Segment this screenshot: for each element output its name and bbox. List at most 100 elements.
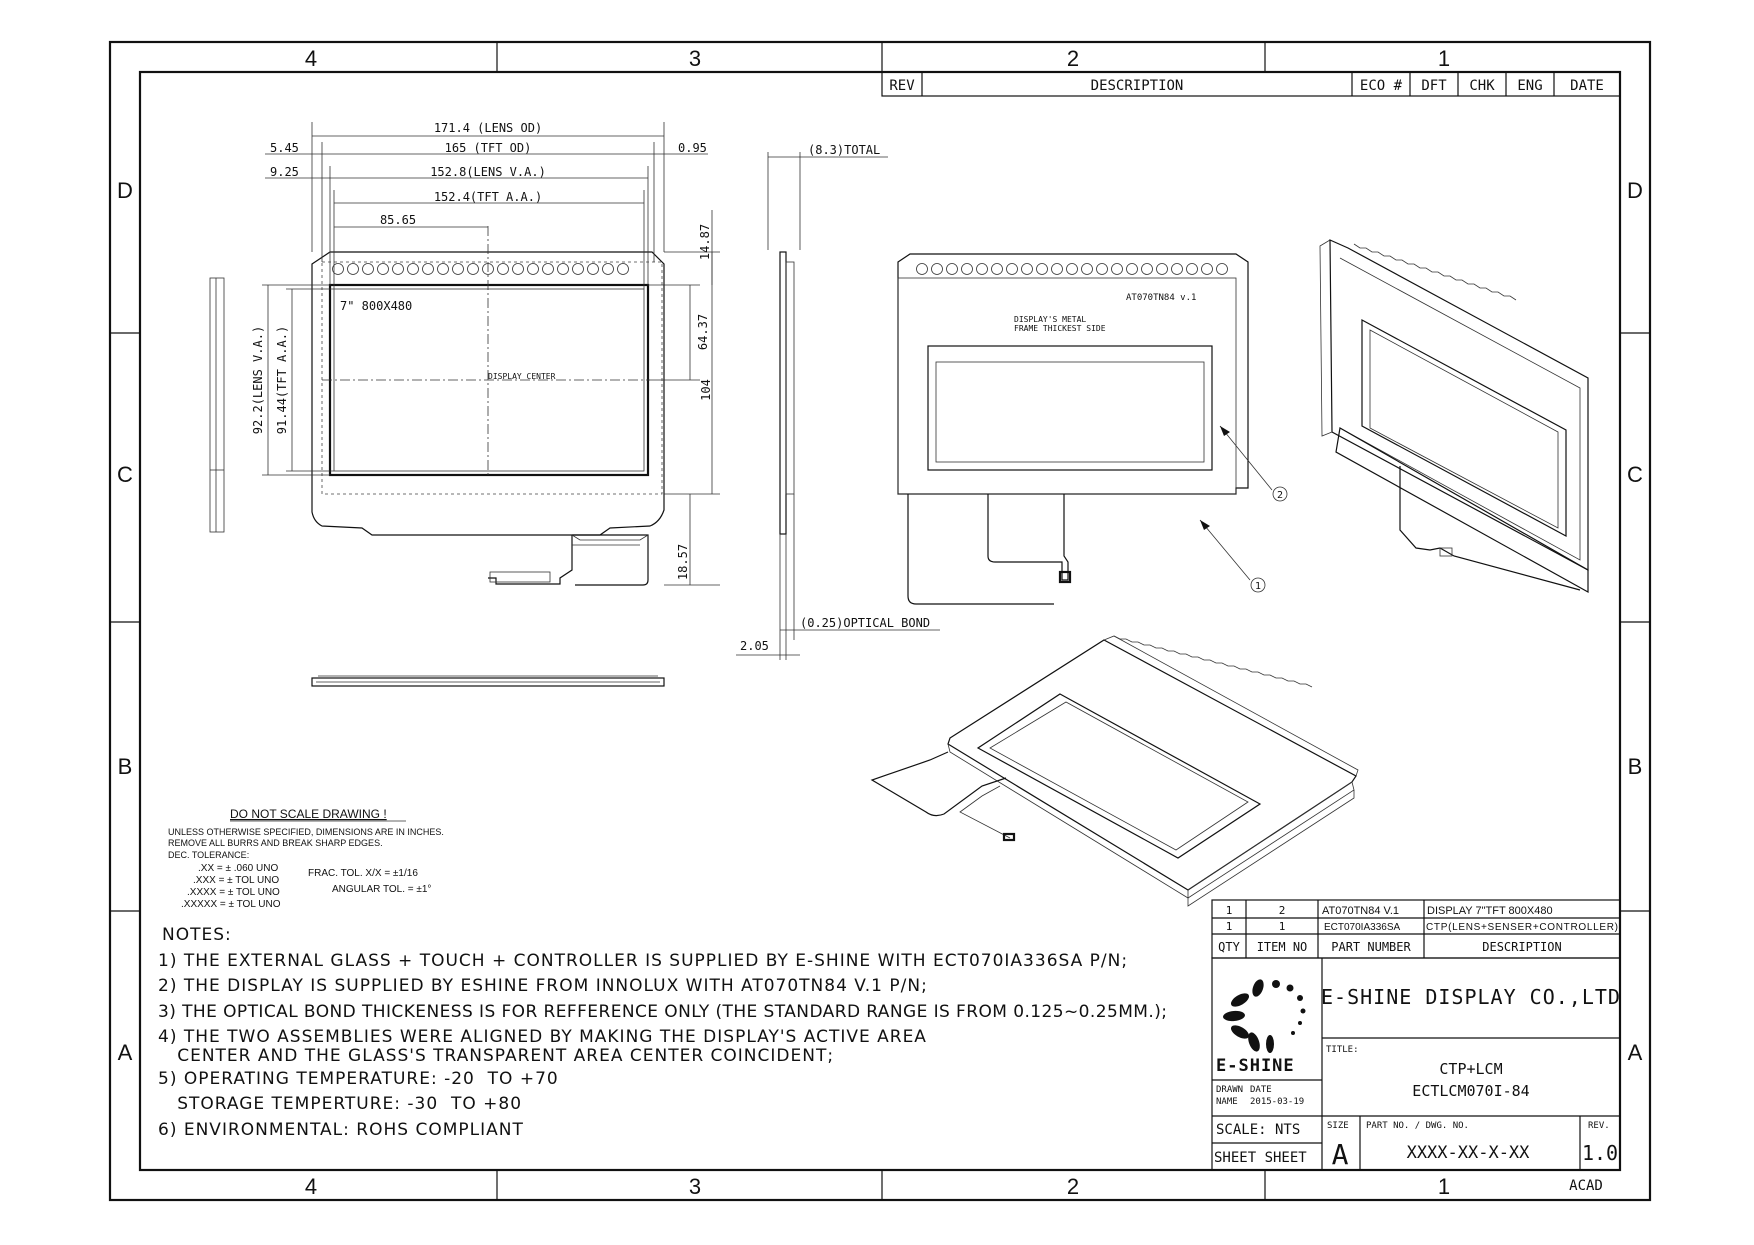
rev-header-eng: ENG: [1517, 78, 1542, 94]
dim-lens-va-height: 92.2(LENS V.A.): [251, 326, 265, 434]
zone-col-top-2: 3: [689, 46, 701, 71]
rev-header-rev: REV: [889, 78, 915, 94]
note-2: 2) THE DISPLAY IS SUPPLIED BY ESHINE FRO…: [158, 976, 928, 996]
dim-5-45: 5.45: [270, 141, 299, 155]
back-model-label: AT070TN84 v.1: [1126, 293, 1196, 303]
callout-1-label: 1: [1255, 581, 1261, 592]
dim-lens-va: 152.8(LENS V.A.): [430, 165, 546, 179]
notes-heading: NOTES:: [162, 925, 232, 945]
title-label: TITLE:: [1326, 1045, 1359, 1055]
tolerance-line-1: UNLESS OTHERWISE SPECIFIED, DIMENSIONS A…: [168, 827, 444, 837]
note-4-line-1: 4) THE TWO ASSEMBLIES WERE ALIGNED BY MA…: [158, 1027, 927, 1047]
back-view: AT070TN84 v.1 DISPLAY'S METAL FRAME THIC…: [897, 253, 1288, 605]
note-4-line-2: CENTER AND THE GLASS'S TRANSPARENT AREA …: [158, 1046, 834, 1066]
front-dims-right: 14.87 64.37 104 18.57: [648, 210, 720, 586]
rev-value: 1.0: [1582, 1141, 1618, 1165]
dim-9-25: 9.25: [270, 165, 299, 179]
zone-row-right-d: D: [1627, 178, 1643, 203]
size-label: SIZE: [1327, 1121, 1349, 1131]
zone-labels: 4 3 2 1 4 3 2 1 D C B A D C B A: [117, 46, 1643, 1199]
notes-block: NOTES: 1) THE EXTERNAL GLASS + TOUCH + C…: [158, 925, 1168, 1140]
tolerance-dec-xxxxx: .XXXXX = ± TOL UNO: [181, 899, 281, 910]
callout-1-circle: [1250, 577, 1266, 593]
date-label: DATE: [1250, 1085, 1272, 1095]
tolerance-dec-xxxx: .XXXX = ± TOL UNO: [187, 887, 280, 898]
bom-row2-qty: 1: [1226, 920, 1233, 933]
bom-row2-item: 1: [1279, 920, 1286, 933]
zone-row-left-a: A: [118, 1040, 133, 1065]
note-5-line-2: STORAGE TEMPERTURE: -30 TO +80: [158, 1094, 522, 1114]
dim-tft-od: 165 (TFT OD): [445, 141, 532, 155]
bom-row1-qty: 1: [1226, 904, 1233, 917]
zone-col-bottom-4: 1: [1438, 1174, 1450, 1199]
bom-header-item: ITEM NO: [1257, 940, 1308, 954]
do-not-scale-heading: DO NOT SCALE DRAWING !: [230, 807, 387, 821]
zone-row-left-d: D: [117, 178, 133, 203]
side-dim-2-05: 2.05: [740, 639, 769, 653]
tolerance-dec-xxx: .XXX = ± TOL UNO: [193, 875, 279, 886]
front-dims-left: 92.2(LENS V.A.) 91.44(TFT A.A.): [251, 284, 334, 476]
tolerance-line-3: DEC. TOLERANCE:: [168, 850, 249, 860]
company-name: E-SHINE DISPLAY CO.,LTD: [1321, 985, 1621, 1009]
tolerance-angular: ANGULAR TOL. = ±1°: [332, 884, 431, 895]
dim-85-65: 85.65: [380, 213, 416, 227]
note-3: 3) THE OPTICAL BOND THICKENESS IS FOR RE…: [158, 1002, 1168, 1022]
display-center-label: DISPLAY CENTER: [488, 372, 556, 381]
callout-2-label: 2: [1277, 490, 1283, 501]
side-optical-bond-label: (0.25)OPTICAL BOND: [800, 616, 930, 630]
bom-row1-desc: DISPLAY 7"TFT 800X480: [1427, 905, 1553, 917]
scale-label: SCALE: NTS: [1216, 1122, 1300, 1138]
dim-18-57: 18.57: [676, 544, 690, 580]
tolerance-frac: FRAC. TOL. X/X = ±1/16: [308, 868, 418, 879]
rev-header-dft: DFT: [1421, 78, 1447, 94]
tolerance-dec-xx: .XX = ± .060 UNO: [198, 863, 278, 874]
sheet-label: SHEET SHEET: [1214, 1150, 1307, 1166]
back-hole-row: [916, 263, 1228, 275]
zone-col-bottom-3: 2: [1067, 1174, 1079, 1199]
note-1: 1) THE EXTERNAL GLASS + TOUCH + CONTROLL…: [158, 951, 1128, 971]
iso-view-bottom: [870, 635, 1359, 907]
name-label: NAME: [1216, 1097, 1238, 1107]
bom-row2-desc: CTP(LENS+SENSER+CONTROLLER): [1426, 922, 1618, 933]
dwg-value: XXXX-XX-X-XX: [1407, 1143, 1531, 1163]
front-view: DISPLAY CENTER 7" 800X480: [209, 121, 720, 687]
note-6: 6) ENVIRONMENTAL: ROHS COMPLIANT: [158, 1120, 524, 1140]
dim-tft-aa: 152.4(TFT A.A.): [434, 190, 542, 204]
drawn-label: DRAWN: [1216, 1085, 1243, 1095]
tolerance-line-2: REMOVE ALL BURRS AND BREAK SHARP EDGES.: [168, 838, 383, 848]
title-line-1: CTP+LCM: [1439, 1060, 1502, 1078]
zone-row-right-c: C: [1627, 462, 1643, 487]
zone-row-left-b: B: [118, 754, 133, 779]
bom-row2-part: ECT070IA336SA: [1324, 922, 1400, 933]
dim-0-95: 0.95: [678, 141, 707, 155]
size-value: A: [1332, 1138, 1349, 1171]
rev-header-date: DATE: [1570, 78, 1604, 94]
bom-table: 1 2 AT070TN84 V.1 DISPLAY 7"TFT 800X480 …: [1211, 899, 1621, 959]
dim-tft-aa-height: 91.44(TFT A.A.): [275, 326, 289, 434]
note-5-line-1: 5) OPERATING TEMPERATURE: -20 TO +70: [158, 1069, 559, 1089]
zone-col-top-1: 4: [305, 46, 317, 71]
side-view: (8.3)TOTAL (0.25)OPTICAL BOND 2.05: [736, 143, 940, 660]
zone-col-bottom-2: 3: [689, 1174, 701, 1199]
zone-row-right-a: A: [1628, 1040, 1643, 1065]
title-line-2: ECTLCM070I-84: [1412, 1082, 1529, 1100]
dwg-label: PART NO. / DWG. NO.: [1366, 1121, 1469, 1131]
zone-col-top-4: 1: [1438, 46, 1450, 71]
rev-header-eco: ECO #: [1360, 78, 1403, 94]
acad-label: ACAD: [1569, 1178, 1603, 1194]
dim-64-37: 64.37: [696, 314, 710, 350]
rev-label: REV.: [1588, 1121, 1610, 1131]
side-total-label: (8.3)TOTAL: [808, 143, 880, 157]
dim-14-87: 14.87: [698, 224, 712, 260]
tolerance-block: DO NOT SCALE DRAWING ! UNLESS OTHERWISE …: [168, 807, 444, 910]
logo-text: E-SHINE: [1216, 1056, 1295, 1076]
bom-row1-part: AT070TN84 V.1: [1322, 905, 1399, 917]
back-note-line2: FRAME THICKEST SIDE: [1014, 324, 1106, 333]
e-shine-logo: E-SHINE: [1216, 979, 1306, 1076]
callout-2-circle: [1272, 486, 1288, 502]
bom-header-desc: DESCRIPTION: [1482, 940, 1561, 954]
rev-header-chk: CHK: [1469, 78, 1495, 94]
zone-row-right-b: B: [1628, 754, 1643, 779]
title-block: E-SHINE DRAWN DATE NAME 2015-03-19 E-SHI…: [1211, 957, 1621, 1194]
